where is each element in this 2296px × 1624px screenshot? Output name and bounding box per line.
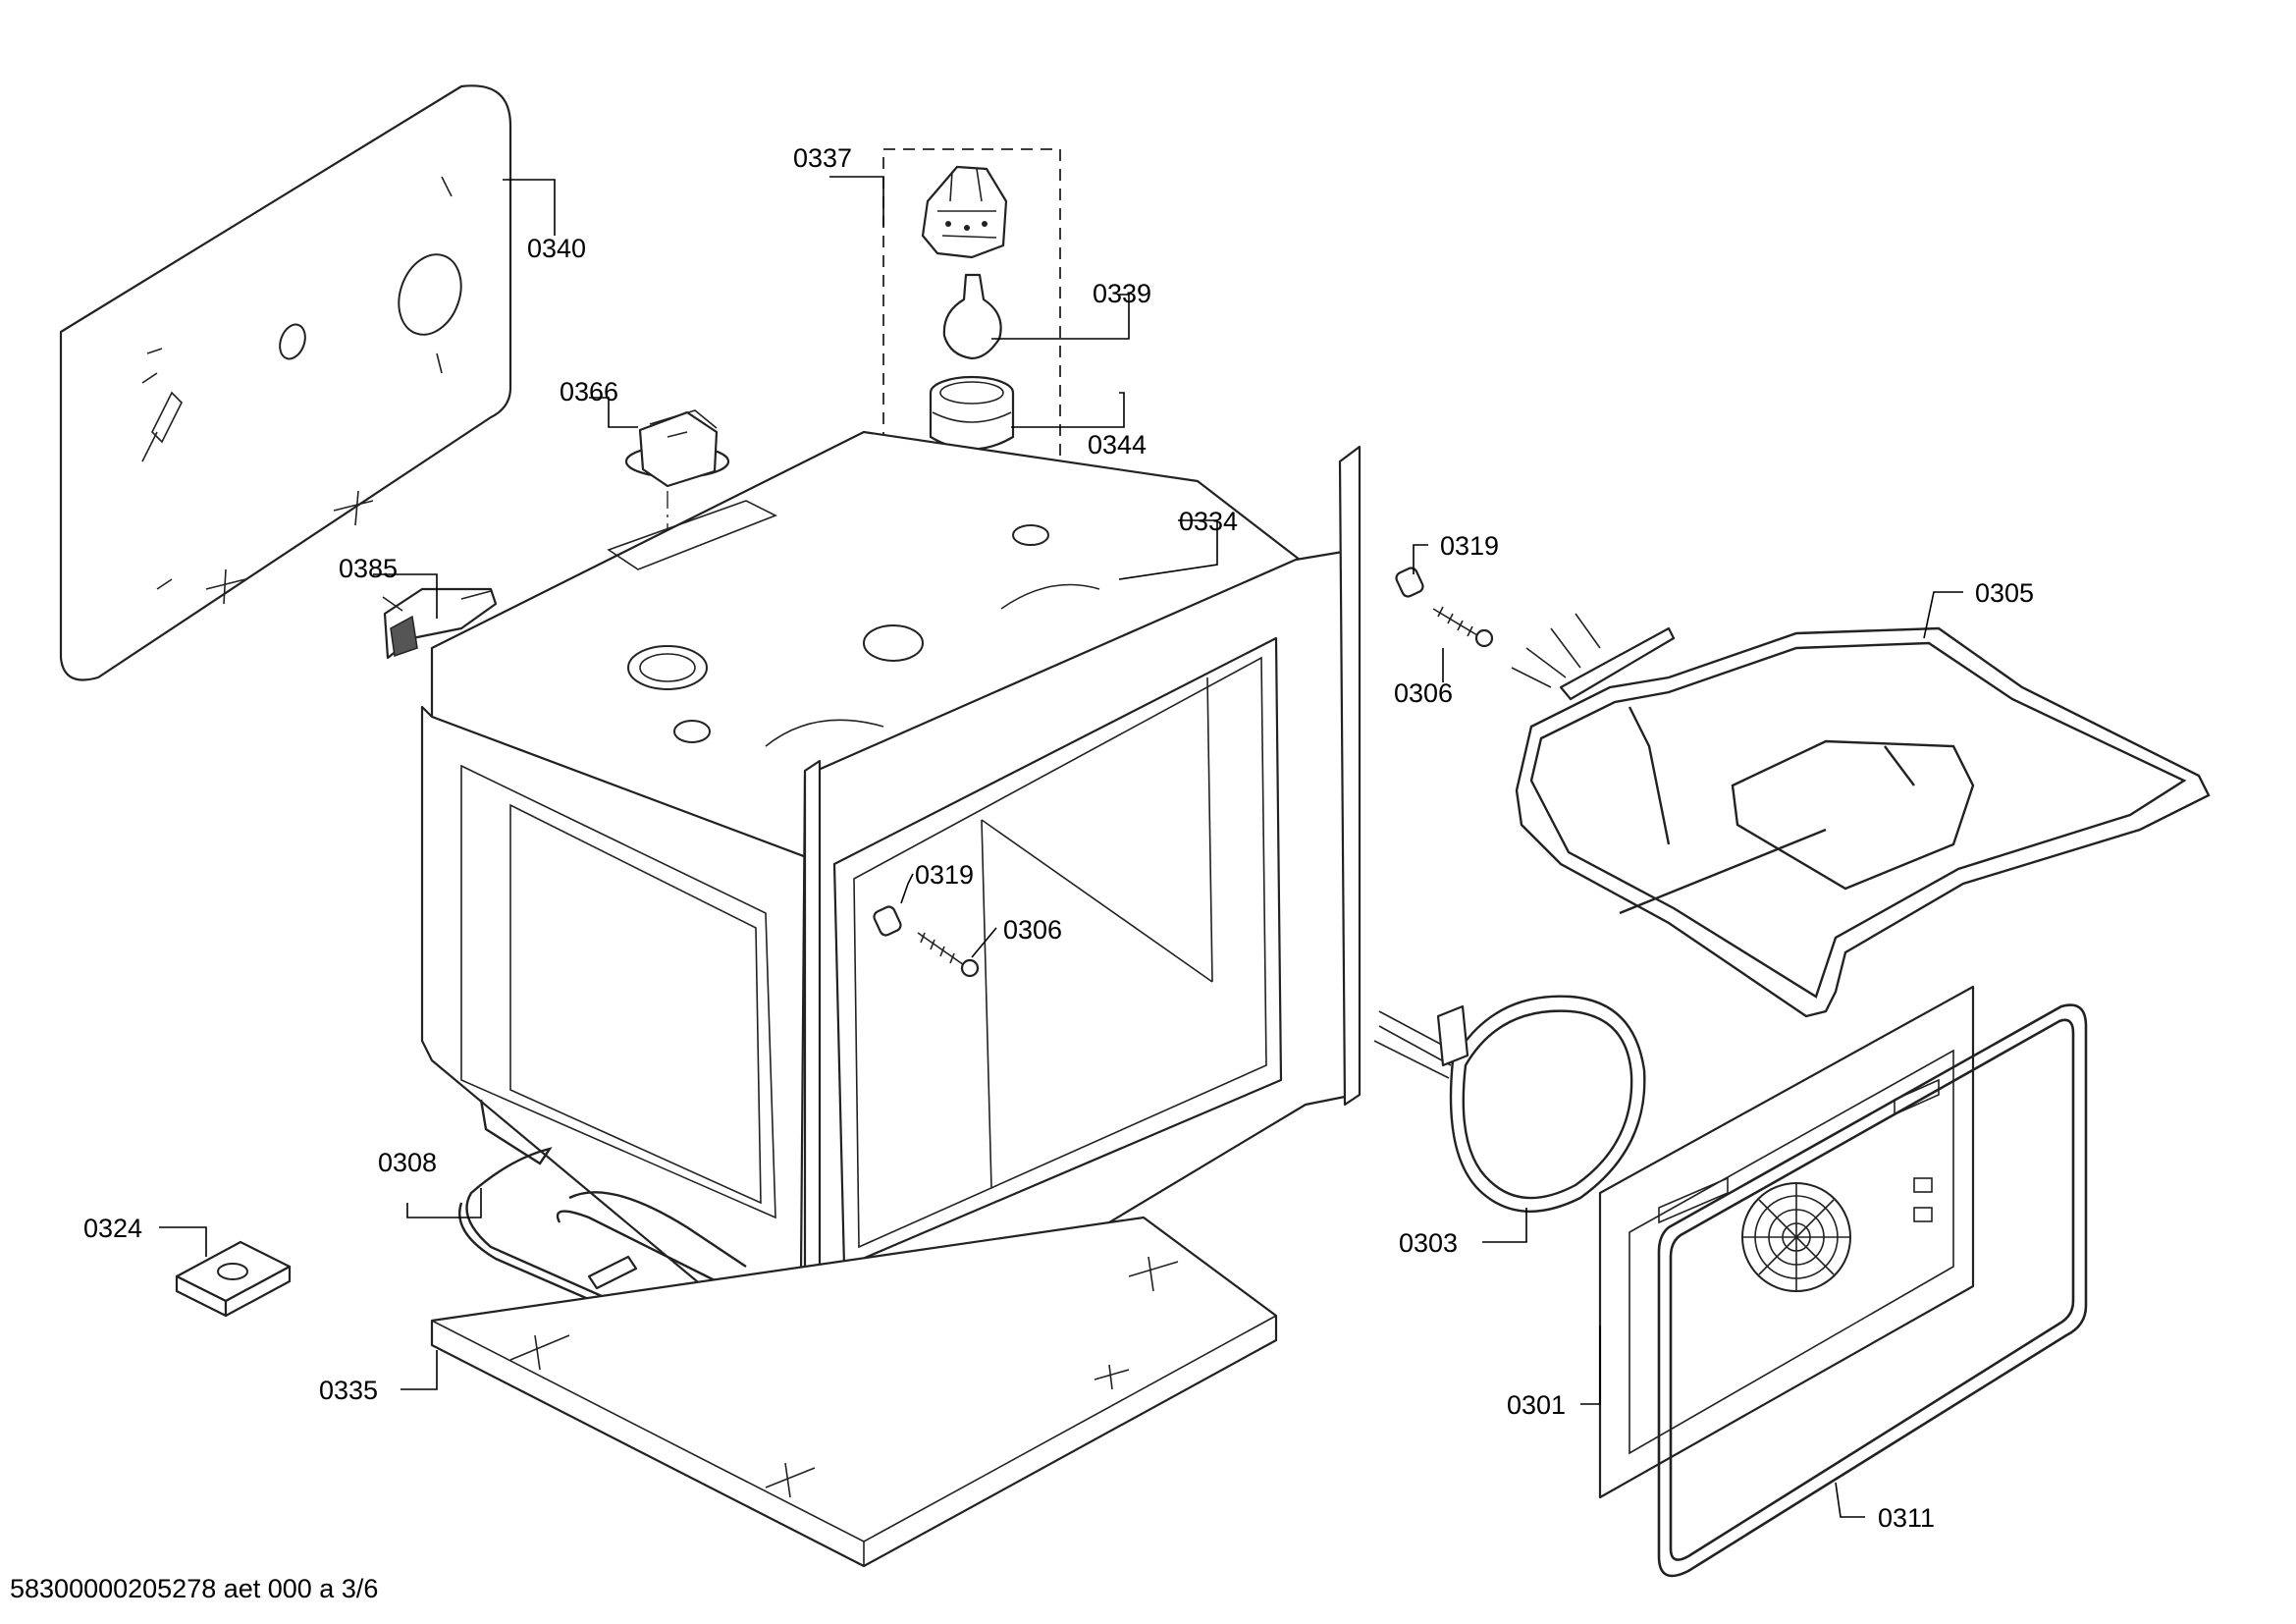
lamp-socket-0366[interactable] xyxy=(624,409,730,638)
label-0303: 0303 xyxy=(1399,1228,1458,1258)
label-0311: 0311 xyxy=(1878,1503,1935,1533)
label-0366: 0366 xyxy=(560,377,618,406)
drawing-reference-footer: 58300000205278 aet 000 a 3/6 xyxy=(10,1574,378,1603)
screw-0306-front[interactable] xyxy=(917,932,980,978)
label-0319-top: 0319 xyxy=(1440,531,1499,561)
door-gasket-0311[interactable] xyxy=(1657,1003,2088,1578)
rear-cover-panel-0340[interactable] xyxy=(59,84,512,681)
label-0319-front: 0319 xyxy=(915,860,974,890)
label-0306-front: 0306 xyxy=(1003,915,1062,945)
label-0305: 0305 xyxy=(1975,578,2034,608)
label-0337: 0337 xyxy=(793,143,852,173)
ring-heater-0303[interactable] xyxy=(1373,995,1646,1214)
square-pad-0324[interactable] xyxy=(175,1240,292,1318)
label-0324: 0324 xyxy=(83,1214,142,1243)
top-heater-0305[interactable] xyxy=(1511,613,2211,1018)
bulb-0339[interactable] xyxy=(942,273,1002,360)
label-0385: 0385 xyxy=(339,554,398,583)
door-switch-0385[interactable] xyxy=(382,587,498,660)
label-0335: 0335 xyxy=(319,1376,378,1405)
label-0339: 0339 xyxy=(1093,279,1151,308)
label-0306-top: 0306 xyxy=(1394,678,1453,708)
part-number-labels: 0340 0337 0339 0344 0366 0385 0334 0319 … xyxy=(83,143,2034,1533)
spacer-0319-front[interactable] xyxy=(873,905,903,938)
lamp-assembly-group-0337[interactable] xyxy=(882,148,1061,639)
label-0334: 0334 xyxy=(1179,507,1238,536)
screw-0306-top[interactable] xyxy=(1432,606,1494,648)
label-0340: 0340 xyxy=(527,234,586,263)
label-0308: 0308 xyxy=(378,1148,437,1177)
glass-cover-0344[interactable] xyxy=(929,375,1015,451)
label-0344: 0344 xyxy=(1088,430,1147,460)
label-0301: 0301 xyxy=(1507,1390,1566,1420)
leader-lines xyxy=(159,176,1963,1518)
fan-cover-panel-0301[interactable] xyxy=(1598,985,1975,1499)
bottom-plate-0335[interactable] xyxy=(430,1216,1278,1568)
spacer-0319-top[interactable] xyxy=(1395,567,1425,599)
oven-cavity-0334[interactable] xyxy=(420,430,1362,1406)
